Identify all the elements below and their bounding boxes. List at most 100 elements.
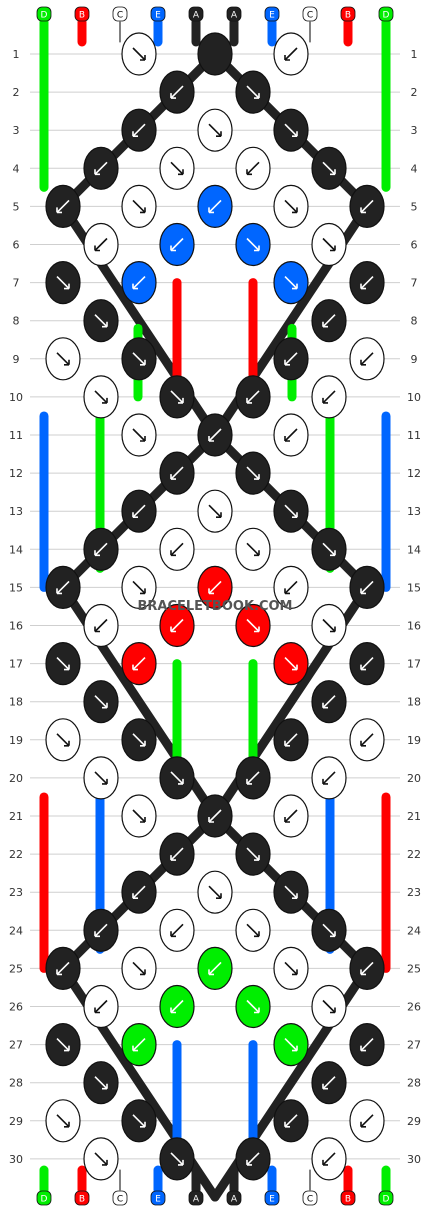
knot-arrowhead-icon [292,283,298,290]
knot [121,870,157,914]
knot [311,984,347,1029]
strand-label-bottom: B [340,1190,356,1206]
knot-arrow-icon [284,885,298,899]
knot-arrowhead-icon [330,1007,336,1014]
knot-arrow-icon [94,1152,108,1166]
knot-arrowhead-icon [94,245,100,252]
strand-label-swatch [150,6,166,22]
knot [197,794,233,838]
knot [83,984,119,1029]
knot-arrowhead-icon [284,1121,290,1128]
strand-label-swatch [112,6,128,22]
knot [83,375,119,419]
row-number-right: 30 [407,1153,421,1166]
knot-arrow-icon [170,923,184,937]
row-number-right: 19 [407,734,421,747]
knot [273,337,309,381]
strand-label-text: E [155,1195,161,1205]
knot-arrow-icon [132,1038,146,1052]
row-number-right: 18 [407,696,421,709]
knot-arrowhead-icon [254,855,260,861]
row-number-right: 26 [407,1001,421,1014]
knot-arrow-icon [56,961,70,975]
row-number-right: 15 [407,581,421,594]
knot [311,756,347,800]
knot-arrowhead-icon [94,626,100,633]
knot-arrowhead-icon [64,1121,70,1128]
knot-arrowhead-icon [360,1121,366,1128]
strand-label-swatch [36,6,52,22]
knot-arrow-icon [94,237,108,252]
knot [45,565,81,610]
knot-arrow-icon [56,1038,70,1052]
knot-arrow-icon [94,314,108,328]
row-number-right: 13 [407,505,421,518]
knot-arrowhead-icon [284,588,290,595]
knot-arrow-icon [94,390,108,404]
knot [235,756,271,800]
strand-label-swatch [150,1190,166,1206]
knot-arrow-icon [322,695,336,709]
knot-arrowhead-icon [360,359,366,366]
knot-arrow-icon [284,809,298,823]
knot [45,1022,81,1067]
knot-arrow-icon [246,923,260,937]
strand-label-swatch [264,6,280,22]
knot-arrowhead-icon [102,1083,108,1090]
knot-arrowhead-icon [322,321,328,328]
knot [273,413,309,457]
row-number-left: 9 [13,353,20,366]
knot-arrow-icon [132,199,146,213]
knot [273,108,309,152]
strand-label-top: E [264,6,280,22]
knot-arrow-icon [170,618,184,633]
knot-arrowhead-icon [254,1007,260,1014]
knot-arrow-icon [170,85,184,99]
row-number-left: 25 [9,962,23,975]
strand-label-swatch [226,6,242,22]
knot-arrow-icon [246,390,260,404]
strand-label-swatch [188,6,204,22]
knot-arrow-icon [208,885,222,899]
knot-arrow-icon [360,733,374,747]
knot-arrow-icon [56,580,70,594]
strand-label-swatch [74,1190,90,1206]
knot-arrowhead-icon [64,740,70,747]
knot-arrowhead-icon [94,1007,100,1014]
knot-arrow-icon [132,276,146,290]
knot-arrow-icon [284,580,298,594]
row-number-right: 25 [407,962,421,975]
knot [159,756,195,800]
knot-arrow-icon [208,580,222,594]
strand-label-text: B [345,1195,351,1205]
strand-label-text: C [307,1195,313,1205]
knot [83,603,119,648]
row-number-left: 5 [13,200,20,213]
row-number-right: 16 [407,620,421,633]
knot-arrow-icon [94,695,108,709]
strand-label-top: C [302,6,318,22]
knot-arrowhead-icon [140,1121,146,1128]
knot-arrow-icon [94,161,108,175]
strand-label-text: E [269,11,275,21]
knot-arrow-icon [322,923,336,937]
row-number-right: 3 [411,124,418,137]
strand-label-text: E [269,1195,275,1205]
knot [349,337,385,381]
knot-arrowhead-icon [102,702,108,709]
knot [273,184,309,228]
knot [349,184,385,228]
knot [273,870,309,914]
knot [45,261,81,305]
knot-arrowhead-icon [322,1083,328,1090]
knot-arrow-icon [56,733,70,747]
knot-arrow-icon [284,428,298,442]
knot-arrowhead-icon [360,207,366,214]
knot-arrowhead-icon [178,169,184,176]
knot-arrowhead-icon [330,626,336,633]
knot-arrow-icon [208,199,222,213]
knot-arrow-icon [56,657,70,671]
knot [121,565,157,610]
knot-arrowhead-icon [254,931,260,938]
knot [83,680,119,724]
